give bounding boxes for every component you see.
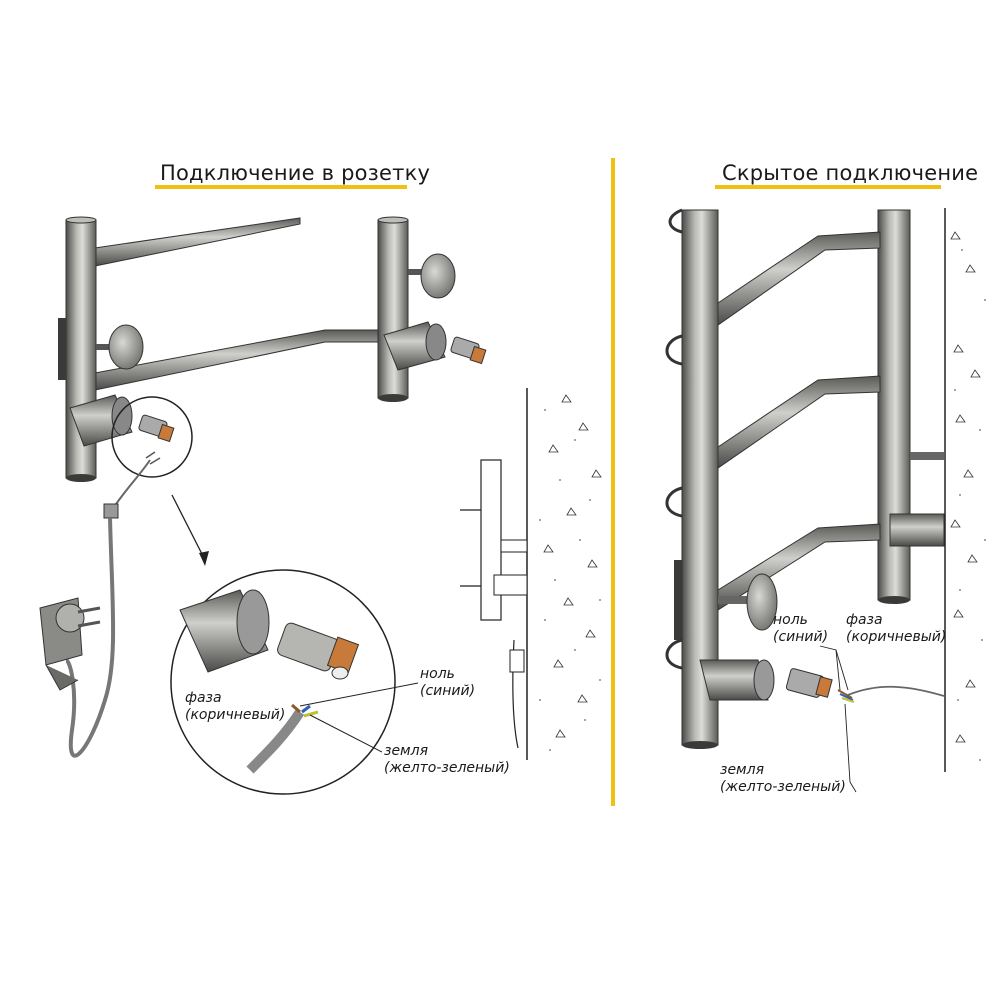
left-neutral-label: ноль (синий) <box>420 666 475 700</box>
left-panel-title: Подключение в розетку <box>160 161 431 185</box>
right-earth-color: (желто-зеленый) <box>720 779 846 795</box>
panel-divider <box>611 158 615 806</box>
towel-rail-left <box>58 216 487 482</box>
left-phase-label: фаза (коричневый) <box>185 690 285 724</box>
right-earth-label: земля (желто-зеленый) <box>720 762 846 796</box>
left-neutral-title: ноль <box>420 666 455 682</box>
left-earth-label: земля (желто-зеленый) <box>384 743 510 777</box>
left-phase-color: (коричневый) <box>185 707 286 723</box>
left-title-underline <box>155 185 407 189</box>
power-cable-with-plug <box>39 451 161 758</box>
left-neutral-color: (синий) <box>420 683 476 699</box>
right-neutral-color: (синий) <box>773 629 829 645</box>
detail-magnifier <box>111 396 396 795</box>
right-title-underline <box>715 185 941 189</box>
right-neutral-label: ноль (синий) <box>773 612 828 646</box>
right-phase-color: (коричневый) <box>846 629 947 645</box>
left-earth-title: земля <box>384 743 428 759</box>
right-neutral-title: ноль <box>773 612 808 628</box>
right-panel-title: Скрытое подключение <box>722 161 979 185</box>
right-earth-title: земля <box>720 762 764 778</box>
right-phase-label: фаза (коричневый) <box>846 612 946 646</box>
right-phase-title: фаза <box>846 612 883 628</box>
towel-rail-right <box>665 208 986 793</box>
left-earth-color: (желто-зеленый) <box>384 760 510 776</box>
side-view-wall-left <box>460 388 602 760</box>
magnified-connection-detail <box>179 589 419 774</box>
left-phase-title: фаза <box>185 690 222 706</box>
